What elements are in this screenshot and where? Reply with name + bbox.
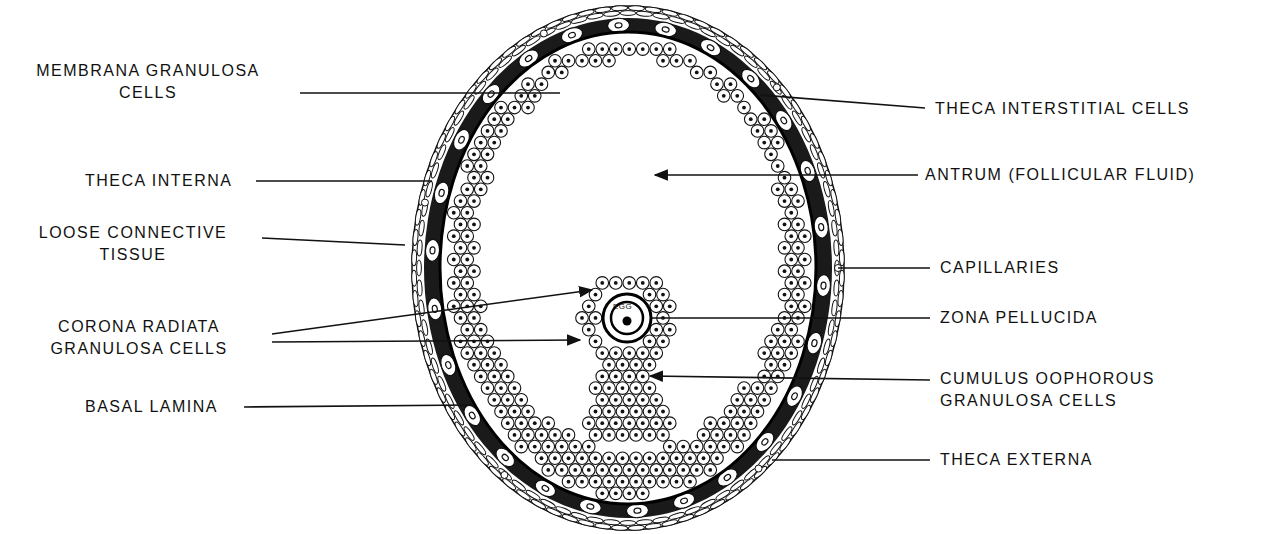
part-label: MEMBRANA GRANULOSA CELLS xyxy=(8,60,288,104)
leader-arrow xyxy=(272,290,592,334)
part-label: CAPILLARIES xyxy=(940,257,1060,279)
part-label: CORONA RADIATA GRANULOSA CELLS xyxy=(8,316,270,360)
leader-lines xyxy=(244,93,930,460)
leader-line xyxy=(300,92,560,94)
leader-line xyxy=(256,180,432,182)
part-label: ZONA PELLUCIDA xyxy=(940,307,1098,329)
leader-line xyxy=(244,405,472,407)
leader-line xyxy=(262,238,405,245)
leader-line xyxy=(838,267,930,269)
part-label: BASAL LAMINA xyxy=(85,396,218,418)
follicle-drawing xyxy=(412,5,845,530)
part-label: LOOSE CONNECTIVE TISSUE xyxy=(8,222,258,266)
part-label: CUMULUS OOPHOROUS GRANULOSA CELLS xyxy=(940,368,1202,412)
part-label: THECA INTERSTITIAL CELLS xyxy=(935,98,1190,120)
part-label-small: EGG xyxy=(613,302,632,311)
leader-line xyxy=(651,317,930,319)
part-label: ANTRUM (FOLLICULAR FLUID) xyxy=(925,164,1195,186)
part-label: THECA INTERNA xyxy=(85,170,233,192)
leader-line xyxy=(760,95,925,108)
leader-arrow xyxy=(655,174,918,176)
leader-line xyxy=(772,459,930,461)
leader-arrow xyxy=(650,376,930,380)
part-label: THECA EXTERNA xyxy=(940,449,1093,471)
leader-arrow xyxy=(272,340,580,342)
